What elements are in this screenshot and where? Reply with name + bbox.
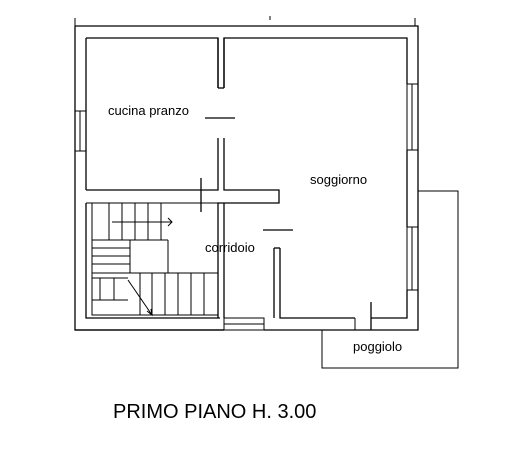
window-east-upper: [406, 83, 419, 151]
top-tick-marks: [74, 16, 416, 26]
room-label-cucina: cucina pranzo: [108, 103, 189, 118]
balcony: [321, 190, 459, 369]
window-west: [74, 110, 87, 152]
room-label-soggiorno: soggiorno: [310, 172, 367, 187]
plan-title: PRIMO PIANO H. 3.00: [113, 401, 316, 423]
interior-walls: [86, 38, 280, 318]
window-south: [223, 317, 265, 331]
staircase: [91, 202, 219, 317]
door-marks: [200, 117, 372, 330]
room-label-poggiolo: poggiolo: [353, 339, 402, 354]
room-label-corridoio: corridoio: [205, 240, 255, 255]
window-east-lower: [406, 226, 419, 291]
